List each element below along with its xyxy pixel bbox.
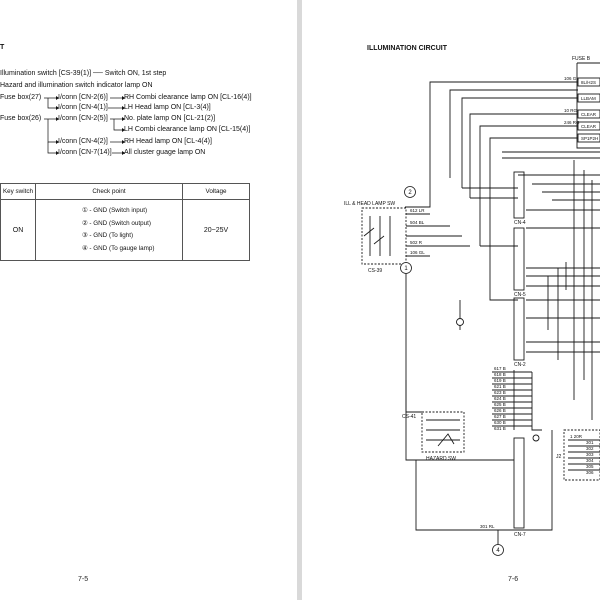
result-rh-combi: RH Combi clearance lamp ON [CL-16(4)]: [124, 94, 252, 101]
section-heading-fragment: T: [0, 44, 5, 51]
check-point-2: ② - GND (Switch output): [82, 219, 151, 227]
fuse-label-1: 8L/H2S: [581, 80, 596, 85]
callout-1: [400, 262, 412, 274]
hazard-conn-label: CS-41: [402, 414, 416, 420]
voltage-value: 20~25V: [182, 199, 250, 261]
wire-106gl: [405, 81, 578, 208]
conn-cn7-14: I/conn [CN-7(14)]: [58, 149, 112, 156]
j2-wire-3: 302: [586, 446, 594, 451]
illumination-circuit-diagram: 2 1 4 8L/H2S LLBAM CLEAR CLEAR SP1P2H 10…: [344, 56, 600, 556]
fuse-box-label: FUSE B: [572, 56, 591, 62]
step-switch-on: Illumination switch [CS-39(1)] ── Switch…: [0, 70, 167, 77]
fuse-box-outline: [576, 62, 600, 149]
check-point-4: ④ - GND (To gauge lamp): [82, 244, 155, 252]
step-indicator-lamp: Hazard and illumination switch indicator…: [0, 82, 153, 89]
cn-7-label: CN-7: [514, 532, 526, 538]
j2-wire-2: 301: [586, 440, 594, 445]
hazard-sw-box: [421, 411, 465, 453]
header-check-point: Check point: [35, 183, 183, 200]
fuse-label-2: LLBAM: [581, 96, 596, 101]
j2-wire-1: 1 20R: [570, 434, 583, 439]
fuse-label-5: SP1P2H: [581, 136, 598, 141]
result-lh-combi: LH Combi clearance lamp ON [CL-15(4)]: [124, 126, 251, 133]
cn2-wire-10: 630 B: [494, 420, 506, 425]
result-cluster: All cluster guage lamp ON: [124, 149, 206, 156]
result-rh-head: RH Head lamp ON [CL-4(4)]: [124, 138, 212, 145]
check-point-list: ① - GND (Switch input) ② - GND (Switch o…: [35, 199, 183, 261]
source-fuse-26: Fuse box(26): [0, 115, 42, 122]
cn-4-strip: [513, 171, 525, 219]
fuse-wire-3: 246 RG: [564, 120, 580, 125]
key-switch-value: ON: [0, 199, 36, 261]
switch-wire-1: 612 LR: [410, 208, 425, 213]
j2-wire-7: 306: [586, 470, 594, 475]
cn7-wire: 301 RL: [480, 524, 495, 529]
left-page: T Illumination switch [CS-39(1)] ── Swit…: [0, 0, 297, 600]
conn-cn4-2: I/conn [CN-4(2)]: [58, 138, 108, 145]
cn-2-label: CN-2: [514, 362, 526, 368]
j2-wire-4: 303: [586, 452, 594, 457]
callout-1-label: 1: [404, 266, 408, 272]
header-key-switch: Key switch: [0, 183, 36, 200]
right-page: ILLUMINATION CIRCUIT: [302, 0, 600, 600]
conn-cn2-5: I/conn [CN-2(5)]: [58, 115, 108, 122]
check-point-table: Key switch Check point Voltage ON ① - GN…: [0, 183, 250, 261]
callout-4: [492, 544, 504, 556]
cn2-wire-7: 625 B: [494, 402, 506, 407]
header-voltage: Voltage: [182, 183, 250, 200]
cn-4-label: CN-4: [514, 220, 526, 226]
fuse-wire-2: 10 RG: [564, 108, 578, 113]
result-plate: No. plate lamp ON [CL-21(2)]: [124, 115, 216, 122]
flow-arrows: [44, 96, 125, 155]
callout-4-label: 4: [496, 548, 500, 554]
cn2-wire-11: 631 B: [494, 426, 506, 431]
page-number-left: 7-5: [78, 576, 89, 583]
switch-wire-2: 504 BL: [410, 220, 425, 225]
fuse-label-3: CLEAR: [581, 112, 597, 117]
page-number-right: 7-6: [508, 576, 519, 583]
switch-label: ILL & HEAD LAMP SW: [344, 201, 395, 207]
cn2-wire-6: 624 B: [494, 396, 506, 401]
cn2-wire-1: 617 B: [494, 366, 506, 371]
result-lh-head: LH Head lamp ON [CL-3(4)]: [124, 104, 211, 111]
cn2-wire-2: 618 B: [494, 372, 506, 377]
cn2-wire-8: 626 B: [494, 408, 506, 413]
j2-label: J2: [556, 454, 562, 460]
cn-5-strip: [513, 227, 525, 291]
check-point-3: ③ - GND (To light): [82, 232, 134, 239]
cn-2-strip: [513, 297, 525, 361]
conn-cn2-6: I/conn [CN-2(6)]: [58, 94, 108, 101]
switch-wire-4: 106 GL: [410, 250, 425, 255]
j2-wire-6: 305: [586, 464, 594, 469]
callout-2-label: 2: [408, 190, 412, 196]
cn-5-label: CN-5: [514, 292, 526, 298]
check-point-1: ① - GND (Switch input): [82, 207, 148, 214]
cn-7-strip: [513, 437, 525, 529]
diagram-title: ILLUMINATION CIRCUIT: [367, 45, 447, 52]
fuse-wire-1: 106 GL: [564, 76, 579, 81]
cn2-wire-3: 619 B: [494, 378, 506, 383]
hazard-label: HAZARD SW: [426, 456, 456, 462]
switch-wire-3: 502 R: [410, 240, 423, 245]
source-fuse-27: Fuse box(27): [0, 94, 42, 101]
fuse-label-4: CLEAR: [581, 124, 597, 129]
conn-cn4-1: I/conn [CN-4(1)]: [58, 104, 108, 111]
callout-2: [404, 186, 416, 198]
cn2-wire-4: 621 B: [494, 384, 506, 389]
j2-wire-5: 304: [586, 458, 594, 463]
cn2-wire-9: 627 B: [494, 414, 506, 419]
switch-conn-label: CS-39: [368, 268, 382, 274]
cn2-wire-5: 623 B: [494, 390, 506, 395]
j2-box: [563, 429, 600, 481]
